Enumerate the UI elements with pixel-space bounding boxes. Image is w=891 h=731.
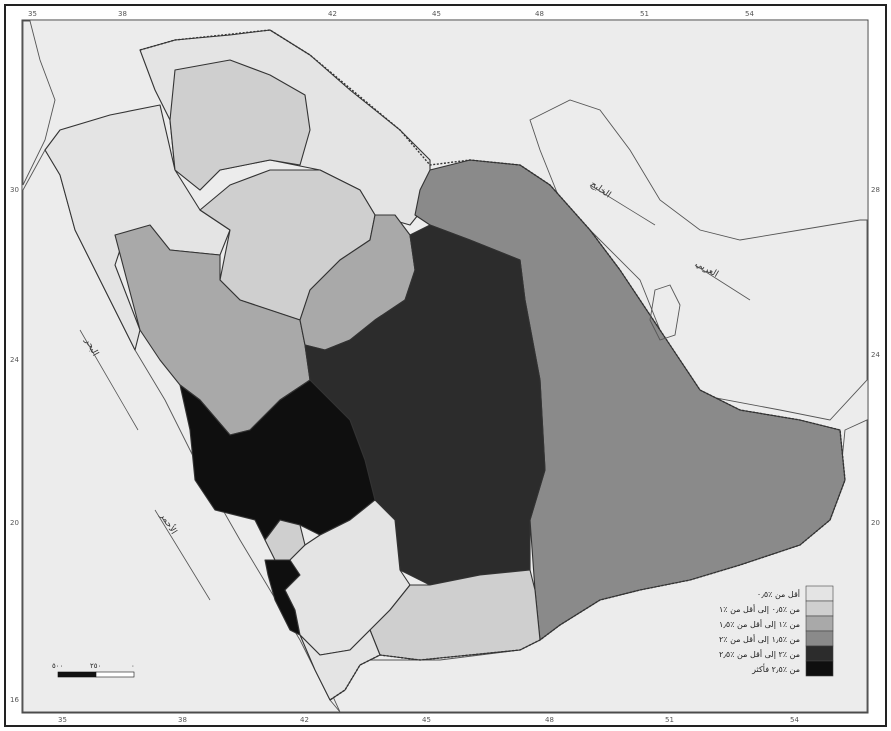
coord-bottom-3: 42 [300,716,309,724]
scale-bar: ٥٠٠ ٢٥٠ ٠ [52,662,135,678]
coord-right-1: 28 [871,186,880,194]
legend-swatch-2 [805,600,834,617]
legend: أقل من ٪٠٫٥ من ٪٠٫٥ إلى أقل من ٪١ من ٪١ … [719,585,834,677]
legend-swatch-5 [805,645,834,662]
coord-bottom-6: 51 [665,716,674,724]
land-qatar [649,284,681,341]
map-inner-frame [21,19,869,714]
gulf-arrow-2 [694,264,751,301]
scale-label-1: ٥٠٠ [52,662,63,670]
scale-label-2: ٢٥٠ [90,662,101,670]
legend-label-5: من ٪٢ إلى أقل من ٪٢٫٥ [719,649,800,660]
red-sea-arrow-2 [154,509,211,601]
coord-bottom-4: 45 [422,716,431,724]
coord-bottom-2: 38 [178,716,187,724]
coord-top-4: 45 [432,10,441,18]
coord-left-4: 16 [10,696,19,704]
region-jouf [169,59,311,191]
coord-top-6: 51 [640,10,649,18]
coord-left-3: 20 [10,519,19,527]
legend-label-3: من ٪١ إلى أقل من ٪١٫٥ [719,619,800,630]
coord-bottom-5: 48 [545,716,554,724]
coord-top-1: 35 [28,10,37,18]
legend-swatch-4 [805,630,834,647]
land-iran [529,99,868,421]
legend-label-6: من ٪٢٫٥ فأكثر [751,663,800,674]
red-sea-arrow-1 [79,329,139,431]
legend-label-4: من ٪١٫٥ إلى أقل من ٪٢ [719,634,800,645]
coord-left-2: 24 [10,356,19,364]
scale-bar-white [95,671,135,678]
coord-top-5: 48 [535,10,544,18]
legend-label-2: من ٪٠٫٥ إلى أقل من ٪١ [719,604,800,615]
coord-right-2: 24 [871,351,880,359]
gulf-arrow-1 [589,184,656,226]
legend-swatch-1 [805,585,834,602]
legend-swatch-6 [805,660,834,677]
coord-left-1: 30 [10,186,19,194]
scale-bar-black [57,671,97,678]
legend-swatch-3 [805,615,834,632]
land-sinai [22,20,56,186]
coord-top-2: 38 [118,10,127,18]
coord-right-3: 20 [871,519,880,527]
legend-label-1: أقل من ٪٠٫٥ [757,589,800,599]
coord-top-3: 42 [328,10,337,18]
coord-top-7: 54 [745,10,754,18]
coord-bottom-7: 54 [790,716,799,724]
scale-label-3: ٠ [131,662,135,670]
coord-bottom-1: 35 [58,716,67,724]
